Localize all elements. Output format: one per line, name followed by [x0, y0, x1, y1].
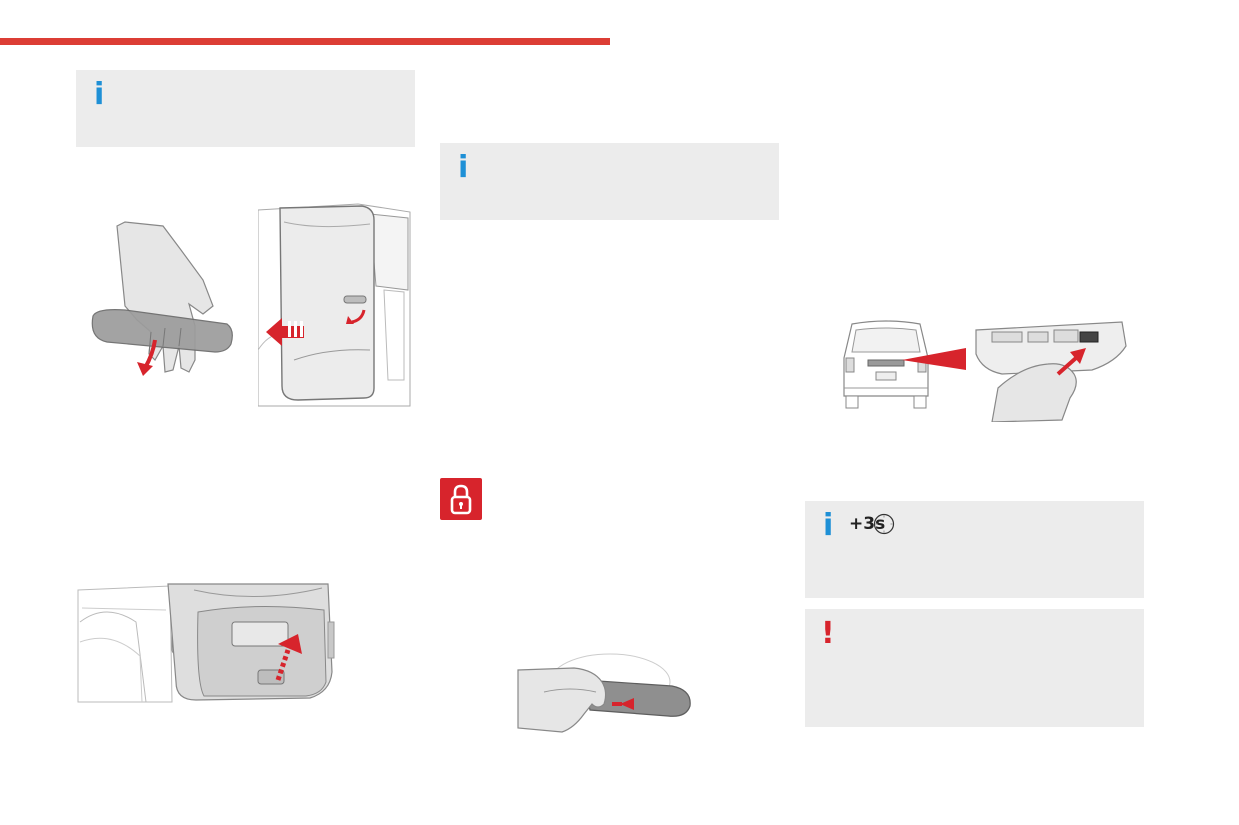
lock-symbol [440, 478, 482, 520]
illustration-tailgate-button [962, 318, 1130, 422]
header-accent-bar [0, 38, 610, 45]
illustration-sliding-door [258, 200, 414, 408]
illustration-front-door-handle [514, 652, 696, 738]
warning-icon: ! [821, 616, 835, 651]
callout-connector [902, 346, 966, 372]
info-icon: i [94, 77, 105, 112]
info-icon: i [823, 508, 834, 543]
illustration-rear-doors-handle [76, 582, 338, 704]
illustration-van-rear [838, 318, 934, 410]
warning-note: ! [805, 609, 1144, 727]
timer-clock-icon [874, 513, 895, 535]
info-note-1: i [76, 70, 415, 147]
timer-badge: +3s [849, 513, 895, 535]
lock-icon [450, 484, 472, 515]
info-note-timer: i +3s [805, 501, 1144, 598]
info-note-2: i [440, 143, 779, 220]
illustration-hand-door-handle [85, 220, 245, 390]
info-icon: i [458, 150, 469, 185]
